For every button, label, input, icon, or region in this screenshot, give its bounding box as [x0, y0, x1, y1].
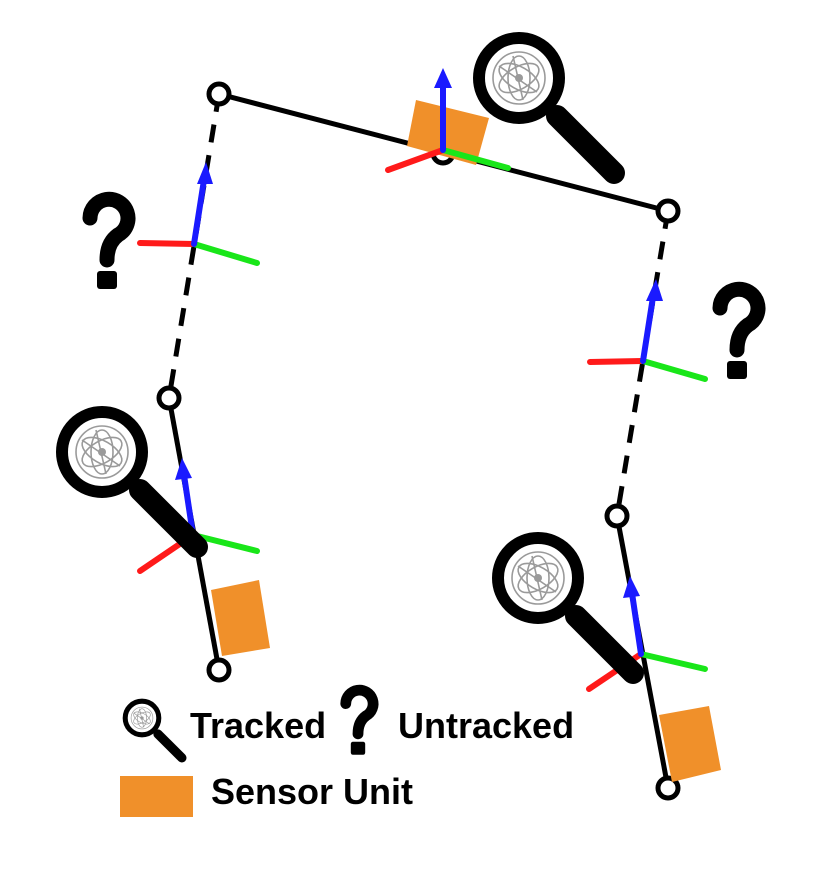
frame-torso — [385, 68, 511, 173]
joint-right-elbow — [604, 503, 630, 529]
legend: Tracked Untracked Sensor Unit — [120, 690, 574, 817]
bone-left-upper-arm — [166, 93, 222, 399]
question-mark-icon — [346, 690, 373, 755]
magnifier-icon — [125, 701, 182, 758]
legend-tracked-label: Tracked — [190, 705, 326, 746]
sensor-unit-torso — [407, 100, 489, 165]
magnifier-icon — [479, 38, 614, 173]
joint-left-shoulder — [206, 81, 232, 107]
magnifier-icon — [498, 538, 633, 673]
joint-left-wrist — [206, 657, 232, 683]
joint-right-wrist — [655, 775, 681, 801]
sensor-unit-right-wrist — [659, 706, 721, 782]
legend-untracked-label: Untracked — [398, 705, 574, 746]
legend-sensor-label: Sensor Unit — [211, 771, 413, 812]
frame-right-upper-arm — [587, 279, 708, 382]
bone-right-upper-arm — [614, 210, 671, 517]
frame-left-upper-arm — [137, 162, 260, 266]
question-mark-icon — [90, 199, 128, 289]
joint-right-shoulder — [655, 198, 681, 224]
sensor-unit-left-wrist — [211, 580, 270, 656]
legend-sensor-swatch — [120, 776, 193, 817]
question-mark-icon — [720, 289, 758, 379]
joint-left-elbow — [156, 385, 182, 411]
